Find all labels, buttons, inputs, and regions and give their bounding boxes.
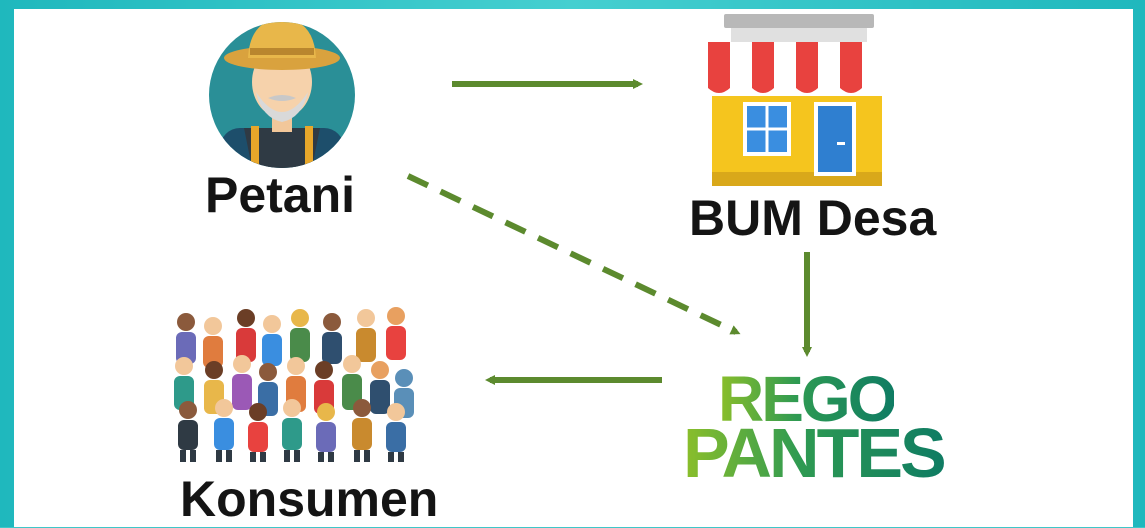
bum-desa-label: BUM Desa [689,190,937,246]
regopantes-logo-line-2: PANTES [683,414,947,492]
regopantes-logo-line-1: REGO [718,363,897,435]
petani-label: Petani [205,167,356,223]
farmer-icon [209,22,355,168]
konsumen-label: Konsumen [180,471,439,527]
crowd-icon [174,307,414,462]
arrow-petani-to-regopantes-dashed [406,173,741,335]
diagram-panel [14,9,1133,527]
shop-icon [708,14,885,186]
